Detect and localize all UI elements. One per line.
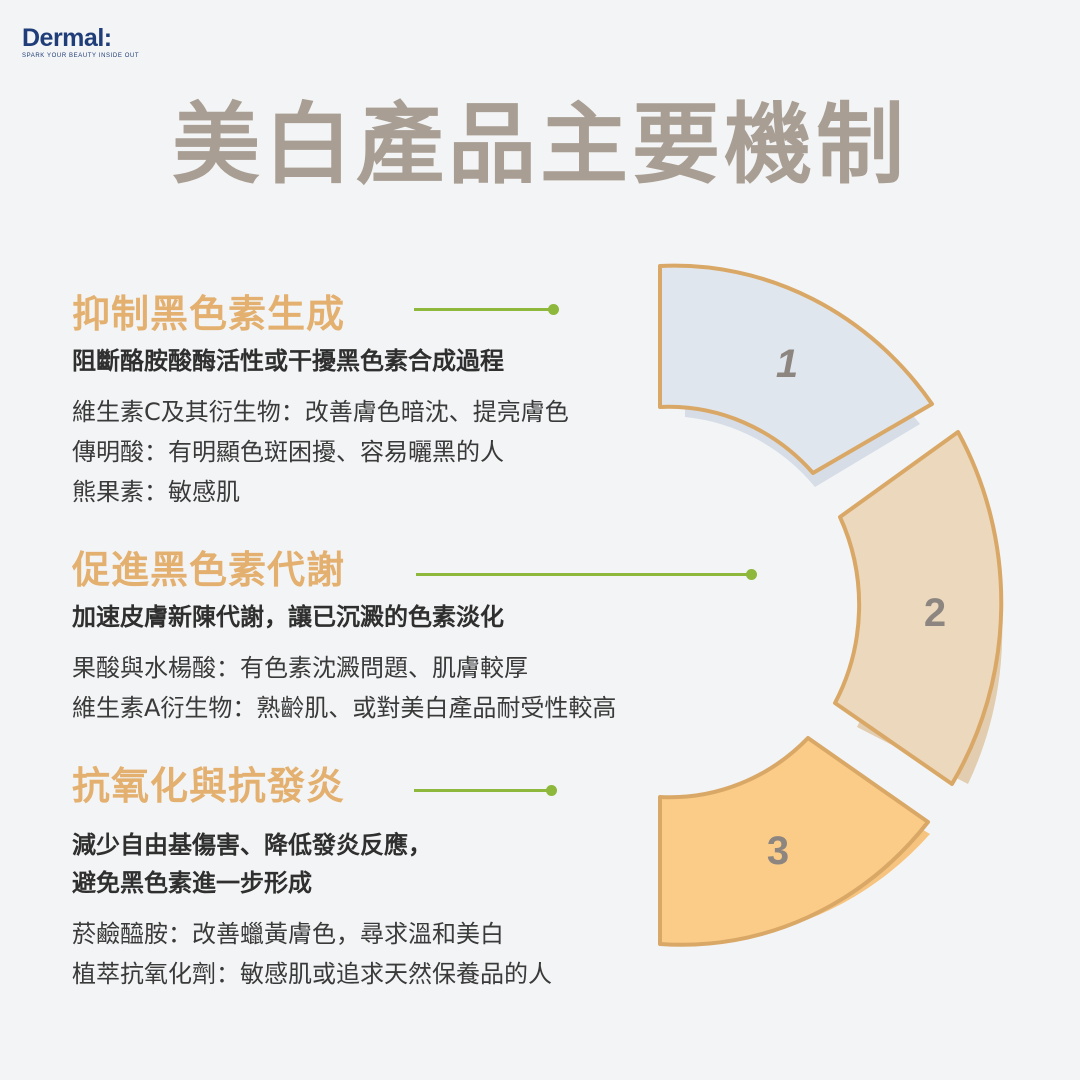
section-1-item: 熊果素：敏感肌: [72, 478, 240, 506]
segment-3: [658, 736, 930, 947]
section-3-subheading-line-2: 避免黑色素進一步形成: [72, 869, 312, 897]
section-2: 促進黑色素代謝 加速皮膚新陳代謝，讓已沉澱的色素淡化 果酸與水楊酸：有色素沈澱問…: [72, 546, 616, 728]
brand-tagline: SPARK YOUR BEAUTY INSIDE OUT: [22, 53, 140, 59]
segment-1-number: 1: [776, 342, 798, 386]
section-1-item: 維生素C及其衍生物：改善膚色暗沈、提亮膚色: [72, 398, 569, 426]
section-3-subheading-line-1: 減少自由基傷害、降低發炎反應，: [72, 831, 432, 859]
brand-logo: Dermal: SPARK YOUR BEAUTY INSIDE OUT: [22, 24, 139, 59]
section-1-item: 傳明酸：有明顯色斑困擾、容易曬黑的人: [72, 438, 504, 466]
segment-3-number: 3: [767, 829, 789, 873]
connector-line-1: [414, 304, 559, 315]
connector-line-3: [414, 785, 557, 796]
page-title: 美白產品主要機制: [171, 93, 908, 196]
section-1-heading: 抑制黑色素生成: [72, 292, 346, 336]
segment-2: [833, 430, 1004, 786]
section-3-heading: 抗氧化與抗發炎: [72, 764, 346, 808]
segment-2-number: 2: [924, 591, 946, 635]
section-3: 抗氧化與抗發炎 減少自由基傷害、降低發炎反應， 避免黑色素進一步形成 菸鹼醯胺：…: [72, 762, 552, 994]
section-2-subheading: 加速皮膚新陳代謝，讓已沉澱的色素淡化: [72, 603, 504, 631]
segment-1: [658, 263, 934, 475]
section-1-subheading: 阻斷酪胺酸酶活性或干擾黑色素合成過程: [72, 347, 504, 375]
section-3-item: 植萃抗氧化劑：敏感肌或追求天然保養品的人: [72, 960, 552, 988]
connector-line-2: [416, 569, 757, 580]
section-2-item: 維生素A衍生物：熟齡肌、或對美白產品耐受性較高: [72, 694, 617, 722]
section-2-item: 果酸與水楊酸：有色素沈澱問題、肌膚較厚: [72, 654, 528, 682]
brand-name: Dermal:: [22, 24, 112, 52]
section-3-item: 菸鹼醯胺：改善蠟黃膚色，尋求溫和美白: [72, 920, 504, 948]
section-2-heading: 促進黑色素代謝: [72, 548, 346, 592]
section-1: 抑制黑色素生成 阻斷酪胺酸酶活性或干擾黑色素合成過程 維生素C及其衍生物：改善膚…: [72, 290, 569, 512]
